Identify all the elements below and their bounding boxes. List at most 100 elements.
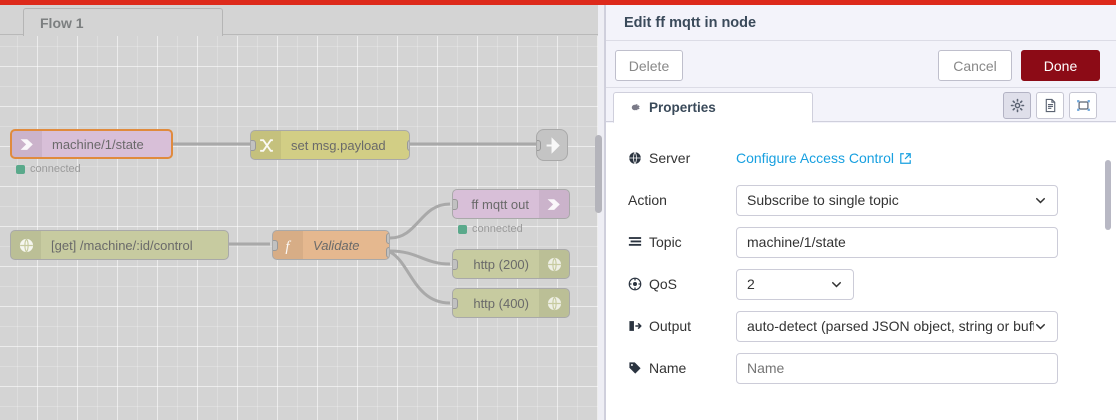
flow-tabbar: Flow 1 bbox=[0, 5, 598, 36]
node-http-400-label: http (400) bbox=[473, 295, 529, 311]
chevron-down-icon bbox=[830, 278, 843, 291]
output-select-value: auto-detect (parsed JSON object, string … bbox=[747, 318, 1034, 334]
configure-access-control-link[interactable]: Configure Access Control bbox=[736, 150, 912, 166]
node-http-400[interactable]: http (400) bbox=[452, 288, 570, 318]
field-label-server-text: Server bbox=[649, 150, 691, 166]
tasks-icon bbox=[628, 235, 642, 249]
node-http-in-label: [get] /machine/:id/control bbox=[51, 237, 193, 253]
canvas-vertical-scrollbar[interactable] bbox=[595, 135, 602, 213]
chevron-down-icon bbox=[1034, 320, 1047, 333]
qos-select[interactable]: 2 bbox=[736, 268, 854, 300]
field-label-action: Action bbox=[628, 192, 736, 208]
mqtt-icon bbox=[12, 131, 42, 157]
action-select[interactable]: Subscribe to single topic bbox=[736, 184, 1058, 216]
edit-node-panel: Edit ff mqtt in node Delete Cancel Done … bbox=[605, 5, 1116, 420]
port-in-http400[interactable] bbox=[453, 298, 458, 309]
port-in-http200[interactable] bbox=[453, 259, 458, 270]
panel-title: Edit ff mqtt in node bbox=[606, 5, 1116, 41]
flow-canvas[interactable]: machine/1/state connected set msg.payloa… bbox=[0, 36, 598, 420]
node-http-200[interactable]: http (200) bbox=[452, 249, 570, 279]
panel-vertical-scrollbar[interactable] bbox=[1105, 160, 1111, 230]
port-in-change[interactable] bbox=[251, 140, 256, 151]
globe-icon bbox=[11, 231, 41, 259]
panel-divider[interactable] bbox=[595, 5, 605, 420]
change-icon bbox=[251, 131, 281, 159]
tab-properties-label: Properties bbox=[649, 100, 716, 115]
field-label-output-text: Output bbox=[649, 318, 692, 334]
external-link-icon bbox=[899, 152, 912, 165]
node-link-out[interactable] bbox=[536, 129, 568, 161]
flow-tab-flow1[interactable]: Flow 1 bbox=[23, 8, 223, 36]
wire-function-http200 bbox=[389, 249, 451, 266]
link-out-icon bbox=[546, 136, 560, 154]
field-row-qos: QoS 2 bbox=[606, 263, 1116, 305]
node-mqtt-in-status: connected bbox=[16, 163, 81, 175]
field-label-output: Output bbox=[628, 318, 736, 334]
chevron-down-icon bbox=[1034, 194, 1047, 207]
properties-icon-button[interactable] bbox=[1003, 92, 1031, 119]
node-mqtt-out-status: connected bbox=[458, 223, 523, 235]
field-label-topic-text: Topic bbox=[649, 234, 682, 250]
node-mqtt-in-status-label: connected bbox=[30, 163, 81, 175]
port-out-mqttin[interactable] bbox=[171, 140, 173, 151]
port-out1-function[interactable] bbox=[386, 233, 389, 244]
field-row-output: Output auto-detect (parsed JSON object, … bbox=[606, 305, 1116, 347]
globe-icon bbox=[539, 250, 569, 278]
done-button[interactable]: Done bbox=[1021, 50, 1100, 81]
field-label-qos-text: QoS bbox=[649, 276, 678, 292]
svg-text:f: f bbox=[285, 238, 291, 253]
field-row-topic: Topic machine/1/state bbox=[606, 221, 1116, 263]
function-icon: f bbox=[273, 231, 303, 259]
qos-select-value: 2 bbox=[747, 276, 755, 292]
flow-editor: Flow 1 bbox=[0, 5, 598, 420]
node-http-200-label: http (200) bbox=[473, 256, 529, 272]
tab-properties[interactable]: Properties bbox=[613, 92, 813, 123]
wire-function-http400 bbox=[389, 250, 451, 305]
delete-button[interactable]: Delete bbox=[615, 50, 683, 81]
panel-tabs: Properties bbox=[606, 89, 1116, 123]
name-input[interactable] bbox=[736, 352, 1058, 384]
topic-input-value: machine/1/state bbox=[747, 234, 846, 250]
output-select[interactable]: auto-detect (parsed JSON object, string … bbox=[736, 310, 1058, 342]
node-mqtt-out[interactable]: ff mqtt out bbox=[452, 189, 570, 219]
properties-form: Server Configure Access Control Action S… bbox=[606, 123, 1116, 420]
app-accent-bar bbox=[0, 0, 1116, 5]
node-change[interactable]: set msg.payload bbox=[250, 130, 410, 160]
node-http-in[interactable]: [get] /machine/:id/control bbox=[10, 230, 229, 260]
port-in-function[interactable] bbox=[273, 240, 278, 251]
panel-icon-buttons bbox=[1003, 92, 1097, 119]
sign-out-icon bbox=[628, 319, 642, 333]
cancel-button[interactable]: Cancel bbox=[938, 50, 1012, 81]
node-mqtt-in[interactable]: machine/1/state bbox=[10, 129, 173, 159]
gear-icon bbox=[1010, 98, 1025, 113]
appearance-icon-button[interactable] bbox=[1069, 92, 1097, 119]
wire-layer bbox=[170, 142, 536, 305]
field-label-name-text: Name bbox=[649, 360, 687, 376]
node-change-label: set msg.payload bbox=[291, 137, 386, 153]
node-mqtt-in-label: machine/1/state bbox=[52, 136, 144, 152]
panel-action-bar: Delete Cancel Done bbox=[606, 42, 1116, 88]
node-function-label: Validate bbox=[313, 237, 360, 253]
description-icon-button[interactable] bbox=[1036, 92, 1064, 119]
port-out-change[interactable] bbox=[407, 140, 409, 151]
empire-icon bbox=[628, 277, 642, 291]
field-row-server: Server Configure Access Control bbox=[606, 137, 1116, 179]
node-mqtt-out-label: ff mqtt out bbox=[471, 196, 529, 212]
gear-icon bbox=[628, 101, 641, 114]
port-in-linkout[interactable] bbox=[537, 140, 541, 151]
field-label-server: Server bbox=[628, 150, 736, 166]
field-row-action: Action Subscribe to single topic bbox=[606, 179, 1116, 221]
globe-icon bbox=[539, 289, 569, 317]
field-label-name: Name bbox=[628, 360, 736, 376]
field-label-topic: Topic bbox=[628, 234, 736, 250]
mqtt-icon bbox=[539, 190, 569, 218]
wire-function-mqttout bbox=[389, 202, 451, 240]
node-function[interactable]: f Validate bbox=[272, 230, 390, 260]
topic-input[interactable]: machine/1/state bbox=[736, 226, 1058, 258]
field-label-qos: QoS bbox=[628, 276, 736, 292]
globe-icon bbox=[628, 151, 642, 165]
port-out2-function[interactable] bbox=[386, 247, 389, 258]
document-icon bbox=[1043, 98, 1058, 113]
port-in-mqttout[interactable] bbox=[453, 199, 458, 210]
